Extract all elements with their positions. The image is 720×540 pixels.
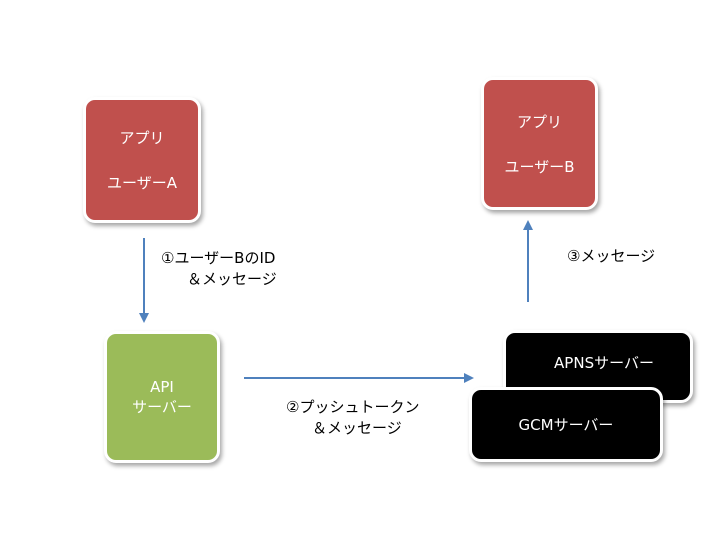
- app-user-b-node: アプリ ユーザーB: [481, 77, 598, 210]
- app-a-title: アプリ: [119, 129, 165, 147]
- step3-line1: ③メッセージ: [567, 247, 656, 265]
- apns-server-label: APNSサーバー: [554, 354, 654, 372]
- app-user-a-node: アプリ ユーザーA: [83, 97, 201, 223]
- step3-label: ③メッセージ: [567, 246, 655, 267]
- gcm-server-label: GCMサーバー: [518, 416, 614, 434]
- app-b-user: ユーザーB: [504, 157, 575, 176]
- step2-line2: ＆メッセージ: [312, 419, 402, 437]
- step1-line2: ＆メッセージ: [187, 270, 277, 288]
- api-server-line1: API: [150, 378, 174, 396]
- step2-label: ②プッシュトークン ＆メッセージ: [286, 397, 419, 439]
- step1-line1: ①ユーザーBのID: [161, 249, 276, 267]
- app-b-title: アプリ: [516, 112, 562, 131]
- step1-label: ①ユーザーBのID ＆メッセージ: [161, 248, 277, 290]
- api-server-line2: サーバー: [132, 398, 192, 416]
- step2-line1: ②プッシュトークン: [286, 398, 420, 416]
- app-a-user: ユーザーA: [107, 174, 177, 192]
- api-server-node: API サーバー: [104, 331, 220, 463]
- gcm-server-node: GCMサーバー: [469, 387, 663, 462]
